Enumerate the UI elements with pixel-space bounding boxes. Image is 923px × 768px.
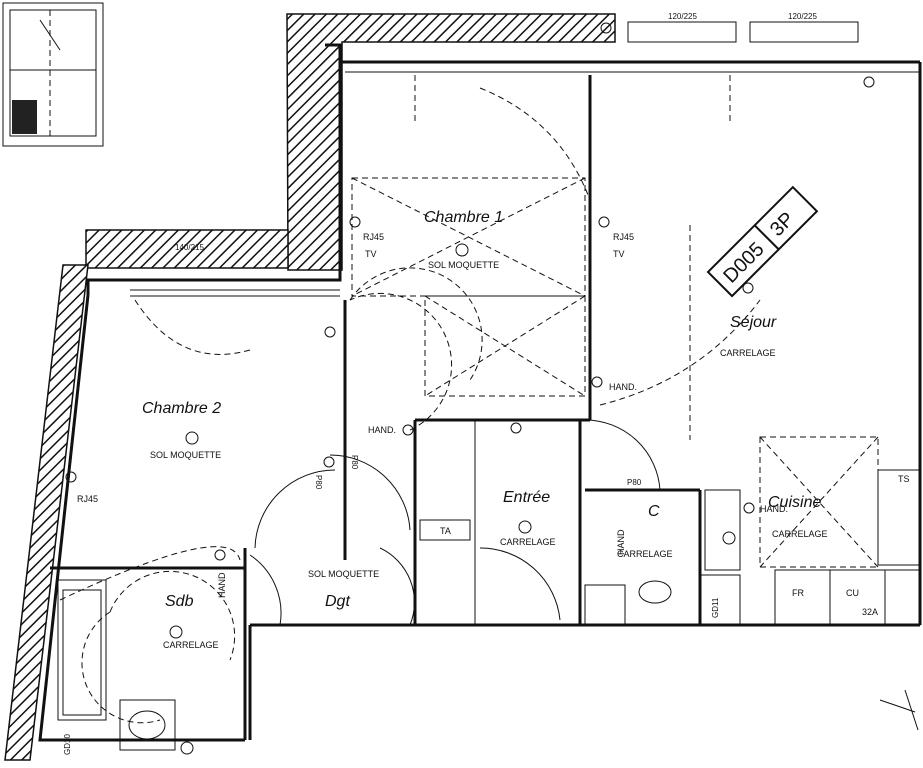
equip-gd11: GD11 [711, 597, 720, 618]
outlet-hand-sdb: HAND [217, 572, 227, 598]
window-dim-2: 120/225 [788, 12, 817, 21]
room-cuisine: Cuisine [768, 494, 821, 511]
room-chambre1: Chambre 1 [424, 209, 503, 226]
room-wc: C [648, 503, 660, 520]
dashed-lines [59, 75, 879, 724]
north-arrow-icon [879, 689, 919, 731]
outlet-hand-dgt: HAND. [368, 425, 396, 435]
room-sdb: Sdb [165, 593, 194, 610]
outlet-hand-cuisine: HAND. [760, 504, 788, 514]
door-code-3: P80 [627, 478, 642, 487]
room-entree: Entrée [503, 489, 550, 506]
door-code-2: P80 [314, 475, 323, 490]
hatched-walls [4, 13, 616, 761]
room-dgt: Dgt [325, 593, 350, 610]
doors [249, 419, 661, 626]
floor-chambre2: SOL MOQUETTE [150, 450, 221, 460]
room-sejour: Séjour [730, 314, 777, 331]
floor-wc: CARRELAGE [617, 549, 673, 559]
floor-sejour: CARRELAGE [720, 348, 776, 358]
outlet-rj45: RJ45 [363, 232, 384, 242]
floor-sdb: CARRELAGE [163, 640, 219, 650]
equip-fr: FR [792, 588, 804, 598]
electrical-symbols [65, 22, 875, 755]
floor-entree: CARRELAGE [500, 537, 556, 547]
floor-chambre1: SOL MOQUETTE [428, 260, 499, 270]
outlet-hand-wc: HAND [616, 529, 626, 555]
outlet-tv: TV [365, 249, 377, 259]
outlet-tv-sejour: TV [613, 249, 625, 259]
floor-dgt: SOL MOQUETTE [308, 569, 379, 579]
floor-cuisine: CARRELAGE [772, 529, 828, 539]
equip-ts: TS [898, 474, 910, 484]
outlet-rj45-sejour: RJ45 [613, 232, 634, 242]
walls [38, 43, 922, 751]
outlet-rj45-chambre2: RJ45 [77, 494, 98, 504]
windows [130, 21, 920, 297]
equip-gd10: GD10 [63, 734, 72, 755]
room-chambre2: Chambre 2 [142, 400, 221, 417]
outlet-hand-sejour: HAND. [609, 382, 637, 392]
equip-amp: 32A [862, 607, 878, 617]
unit-label: D005 3P [706, 185, 819, 298]
door-code-1: P80 [350, 455, 359, 470]
key-plan [2, 2, 104, 147]
equip-cu: CU [846, 588, 859, 598]
window-dim-1: 120/225 [668, 12, 697, 21]
equip-ta: TA [440, 526, 451, 536]
window-dim-3: 140/215 [175, 243, 204, 252]
